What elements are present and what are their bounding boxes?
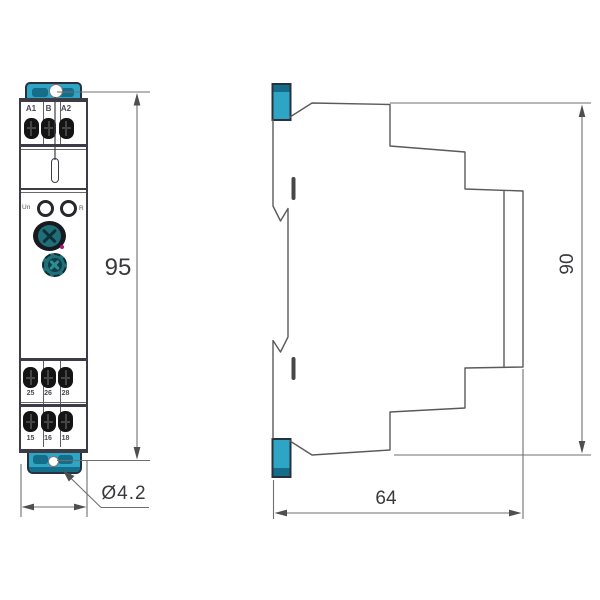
terminal-label: A1 xyxy=(25,104,37,113)
section-divider xyxy=(21,144,86,147)
terminal-label: 25 xyxy=(26,390,35,397)
depth-dim-side: 64 xyxy=(375,488,397,509)
side-profile-outline xyxy=(289,102,524,456)
time-adjust-knob xyxy=(42,253,67,277)
led-label-un: Un xyxy=(22,204,31,211)
terminal-label: 28 xyxy=(61,390,70,397)
power-led xyxy=(37,200,54,217)
relay-led xyxy=(59,199,77,217)
clip-bottom-band xyxy=(29,467,80,472)
terminal-screw xyxy=(23,367,38,388)
knob-face xyxy=(38,225,61,247)
clip-slot-left xyxy=(33,455,48,464)
section-divider xyxy=(21,149,86,150)
height-dim-side: 90 xyxy=(557,253,578,275)
terminal-screw xyxy=(23,117,39,139)
terminal-screw xyxy=(58,367,73,388)
section-divider xyxy=(21,401,86,403)
mounting-hole-top xyxy=(48,83,63,98)
terminal-screw xyxy=(58,117,74,139)
terminal-screw xyxy=(41,117,56,139)
side-vent-slot xyxy=(291,177,296,200)
section-divider xyxy=(21,404,86,407)
height-dim-front: 95 xyxy=(104,254,132,281)
hole-dim-label: Ø4.2 xyxy=(101,483,147,504)
knob-pointer-dot xyxy=(60,245,64,249)
module-body: A1 B A2 Un R xyxy=(19,98,88,453)
side-vent-slot xyxy=(291,357,296,380)
mounting-hole-bottom xyxy=(48,455,59,467)
terminal-screw xyxy=(40,411,56,432)
terminal-screw xyxy=(58,411,73,432)
terminal-label: B xyxy=(45,104,52,113)
din-clip-top xyxy=(271,83,292,121)
front-view: A1 B A2 Un R xyxy=(0,0,200,600)
side-left-edge-with-clips xyxy=(272,119,289,439)
clip-slot-right xyxy=(58,455,73,464)
terminal-label: 15 xyxy=(26,435,35,442)
time-range-knob xyxy=(33,221,66,251)
terminal-screw xyxy=(40,367,56,388)
terminal-label: 18 xyxy=(61,435,70,442)
clip-slot-left xyxy=(32,87,48,97)
dim-arrow xyxy=(578,441,586,454)
terminal-screw xyxy=(23,411,38,432)
reset-slot xyxy=(51,158,59,183)
dim-arrow xyxy=(578,104,586,117)
din-clip-bottom xyxy=(271,438,292,478)
terminal-label: 26 xyxy=(44,390,52,397)
terminal-label: A2 xyxy=(60,104,72,113)
section-divider xyxy=(21,187,86,190)
dim-arrow xyxy=(274,509,287,517)
dim-arrow xyxy=(509,509,522,517)
led-label-r: R xyxy=(79,205,84,212)
section-divider xyxy=(21,192,86,193)
terminal-label: 16 xyxy=(44,435,52,442)
knob-face xyxy=(47,258,62,272)
section-divider xyxy=(21,358,86,361)
